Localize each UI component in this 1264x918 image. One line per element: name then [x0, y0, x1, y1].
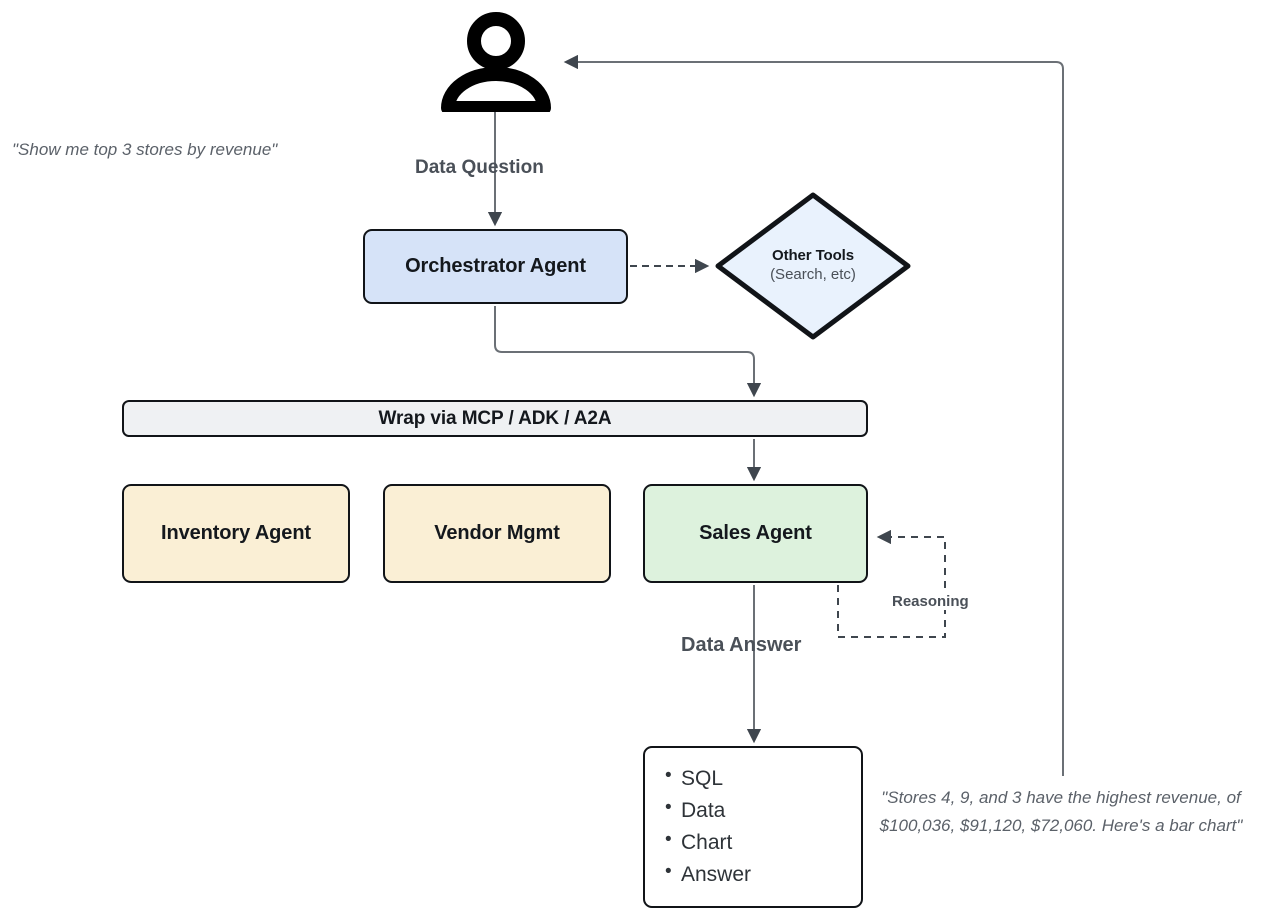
- user-actor: [440, 8, 552, 112]
- node-vendor-mgmt[interactable]: Vendor Mgmt: [383, 484, 611, 583]
- diamond-shape: [715, 192, 911, 340]
- inventory-agent-label: Inventory Agent: [161, 522, 311, 544]
- edge-label-reasoning: Reasoning: [889, 593, 972, 610]
- node-inventory-agent[interactable]: Inventory Agent: [122, 484, 350, 583]
- list-item: Data: [665, 794, 751, 827]
- other-tools-label: Other Tools: [772, 247, 854, 265]
- edge-label-data-answer: Data Answer: [681, 634, 802, 656]
- list-item: Answer: [665, 858, 751, 891]
- list-item: Chart: [665, 826, 751, 859]
- list-item: SQL: [665, 762, 751, 795]
- other-tools-sublabel: (Search, etc): [770, 266, 856, 283]
- annotation-user-question: "Show me top 3 stores by revenue": [12, 140, 278, 159]
- other-tools-text: Other Tools (Search, etc): [770, 247, 856, 285]
- edge-label-data-question: Data Question: [415, 157, 544, 178]
- node-output-artifacts[interactable]: SQL Data Chart Answer: [643, 746, 863, 908]
- sales-agent-label: Sales Agent: [699, 522, 812, 544]
- node-orchestrator-agent[interactable]: Orchestrator Agent: [363, 229, 628, 304]
- wrap-bar-label: Wrap via MCP / ADK / A2A: [378, 407, 612, 429]
- node-other-tools[interactable]: Other Tools (Search, etc): [713, 190, 913, 342]
- person-icon: [441, 12, 551, 112]
- orchestrator-agent-label: Orchestrator Agent: [405, 255, 586, 277]
- vendor-mgmt-label: Vendor Mgmt: [434, 522, 560, 544]
- node-sales-agent[interactable]: Sales Agent: [643, 484, 868, 583]
- output-artifacts-list: SQL Data Chart Answer: [663, 762, 751, 891]
- annotation-final-answer: "Stores 4, 9, and 3 have the highest rev…: [879, 788, 1243, 835]
- node-wrap-bar[interactable]: Wrap via MCP / ADK / A2A: [122, 400, 868, 437]
